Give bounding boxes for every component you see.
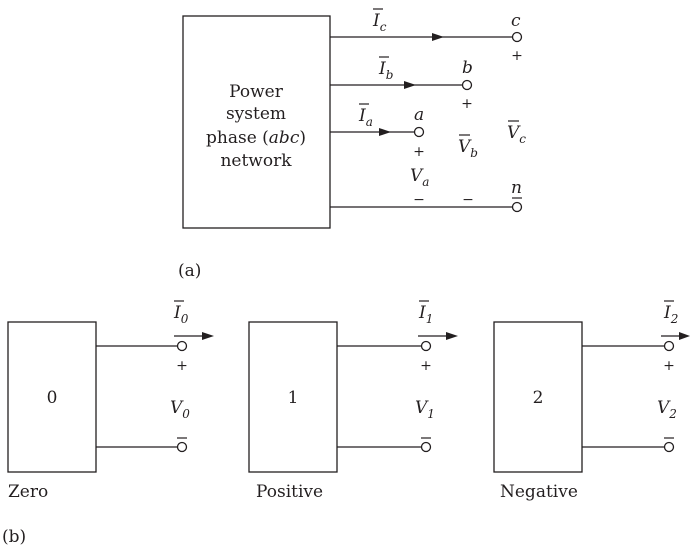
minus-b: − — [462, 192, 474, 208]
terminal-top-zero — [176, 340, 188, 352]
current-label-ia: Ia — [358, 106, 373, 129]
box-label-line3: phase (abc) — [206, 128, 306, 148]
part-a: Power system phase (abc) network c b a n… — [178, 8, 526, 281]
current-arrow-head-zero — [202, 332, 214, 340]
current-label-ib: Ib — [378, 59, 393, 82]
plus-a: + — [413, 144, 425, 160]
caption-a: (a) — [178, 261, 201, 281]
box-label-line4: network — [220, 151, 292, 171]
voltage-label-v1: V1 — [415, 398, 435, 421]
arrow-ia — [379, 128, 391, 136]
terminal-bottom-zero — [176, 441, 188, 453]
voltage-label-v2: V2 — [657, 398, 677, 421]
current-arrow-head-negative — [679, 332, 690, 340]
network-box-positive — [248, 321, 338, 473]
terminal-label-a: a — [414, 105, 424, 125]
terminal-c — [511, 31, 523, 43]
terminal-bottom-negative — [663, 441, 675, 453]
plus-zero: + — [176, 358, 188, 374]
caption-b: (b) — [2, 527, 26, 547]
terminal-n — [511, 201, 523, 213]
terminal-label-b: b — [462, 58, 473, 78]
arrow-ib — [404, 81, 416, 89]
voltage-label-vb: Vb — [458, 137, 478, 160]
minus-a: − — [413, 192, 425, 208]
network-negative: 2 I2 + V2 Negative — [493, 300, 690, 502]
network-box-zero — [7, 321, 97, 473]
terminal-label-c: c — [511, 11, 521, 31]
voltage-label-v0: V0 — [170, 398, 190, 421]
terminal-b — [461, 79, 473, 91]
network-box-label-positive: 1 — [288, 388, 299, 408]
network-name-positive: Positive — [256, 482, 323, 502]
voltage-label-va: Va — [410, 166, 429, 189]
current-label-i2: I2 — [663, 303, 678, 326]
current-label-ic: Ic — [372, 11, 387, 34]
plus-b: + — [461, 96, 473, 112]
network-positive: 1 I1 + V1 Positive — [248, 300, 458, 502]
terminal-bottom-positive — [420, 441, 432, 453]
terminal-label-n: n — [511, 178, 522, 198]
current-label-i1: I1 — [418, 303, 433, 326]
current-arrow-head-positive — [446, 332, 458, 340]
network-box-label-zero: 0 — [47, 388, 58, 408]
terminal-top-negative — [663, 340, 675, 352]
voltage-label-vc: Vc — [507, 123, 526, 146]
box-label-line1: Power — [229, 82, 284, 102]
terminal-top-positive — [420, 340, 432, 352]
phase-network-box — [182, 15, 331, 229]
network-box-label-negative: 2 — [533, 388, 544, 408]
network-name-negative: Negative — [500, 482, 578, 502]
current-label-i0: I0 — [173, 303, 189, 326]
arrow-ic — [432, 33, 444, 41]
network-box-negative — [493, 321, 583, 473]
part-b: 0 I0 + V0 Zero 1 I1 + V1 — [2, 300, 690, 547]
plus-c: + — [511, 48, 523, 64]
terminal-a — [413, 126, 425, 138]
box-label-line2: system — [226, 104, 286, 124]
network-zero: 0 I0 + V0 Zero — [7, 300, 214, 502]
plus-positive: + — [420, 358, 432, 374]
network-name-zero: Zero — [8, 482, 48, 502]
plus-negative: + — [663, 358, 675, 374]
